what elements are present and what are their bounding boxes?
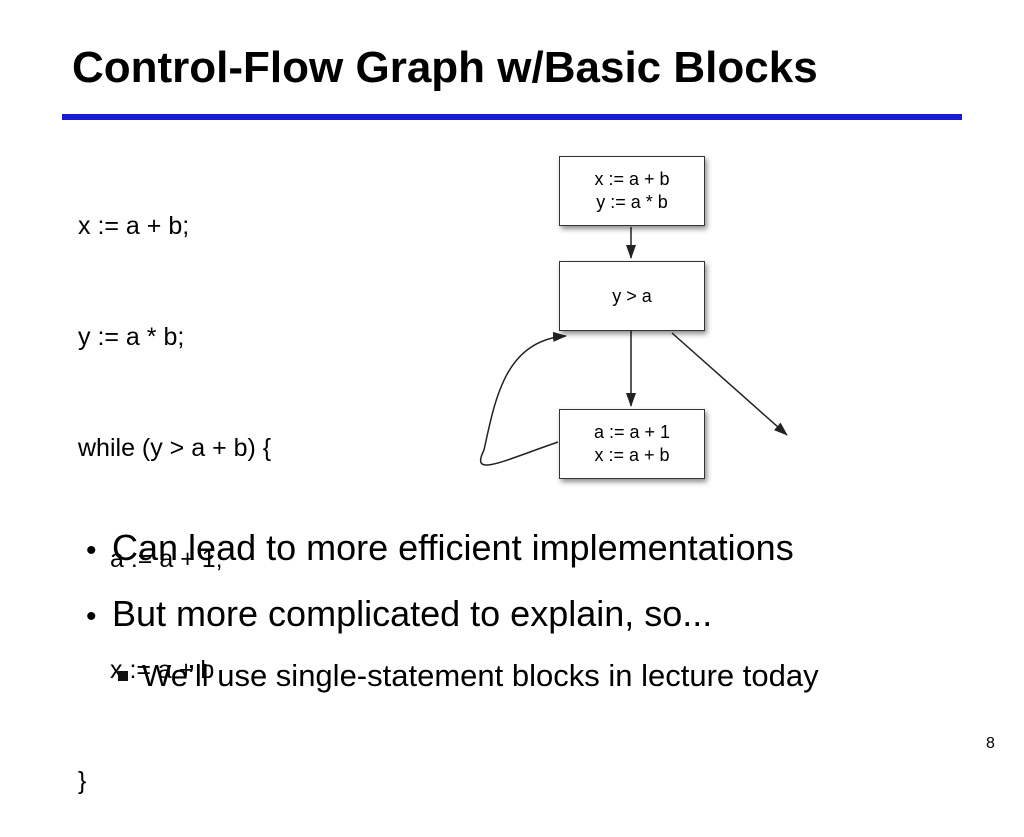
bullet-item: • But more complicated to explain, so... (86, 592, 712, 639)
code-line: } (78, 767, 87, 795)
code-line: x := a + b (110, 656, 215, 684)
edge-block2-to-exit (671, 332, 788, 436)
cfg-edges (479, 227, 788, 466)
code-line: y := a * b; (78, 323, 185, 351)
code-line: x := a + b; (78, 212, 190, 240)
bullet-dot-icon: • (86, 534, 97, 567)
code-line: a := a + 1; (110, 545, 223, 573)
block-line: x := a + b (594, 169, 670, 189)
square-bullet-icon (118, 670, 128, 681)
block-line: a := a + 1 (593, 422, 671, 442)
bullet-dot-icon: • (86, 600, 97, 633)
edge-block3-loop-back (479, 331, 567, 466)
code-listing: x := a + b; y := a * b; while (y > a + b… (78, 134, 271, 837)
slide-title: Control-Flow Graph w/Basic Blocks (72, 43, 818, 92)
bullet-item: • Can lead to more efficient implementati… (86, 526, 794, 573)
page-number: 8 (986, 735, 995, 752)
bullet-text: Can lead to more efficient implementatio… (112, 527, 794, 568)
cfg-block-1: x := a + b y := a * b (559, 156, 705, 226)
block-line: y > a (612, 285, 652, 306)
bullet-text: But more complicated to explain, so... (112, 593, 713, 634)
sub-bullet-text: We’ll use single-statement blocks in lec… (142, 658, 819, 693)
block-line: x := a + b (594, 445, 670, 465)
cfg-block-3: a := a + 1 x := a + b (559, 409, 705, 479)
code-line: while (y > a + b) { (78, 434, 272, 462)
title-underline (62, 114, 962, 120)
cfg-block-2: y > a (559, 261, 705, 331)
sub-bullet-item: We’ll use single-statement blocks in lec… (118, 656, 819, 696)
block-line: y := a * b (596, 192, 668, 212)
